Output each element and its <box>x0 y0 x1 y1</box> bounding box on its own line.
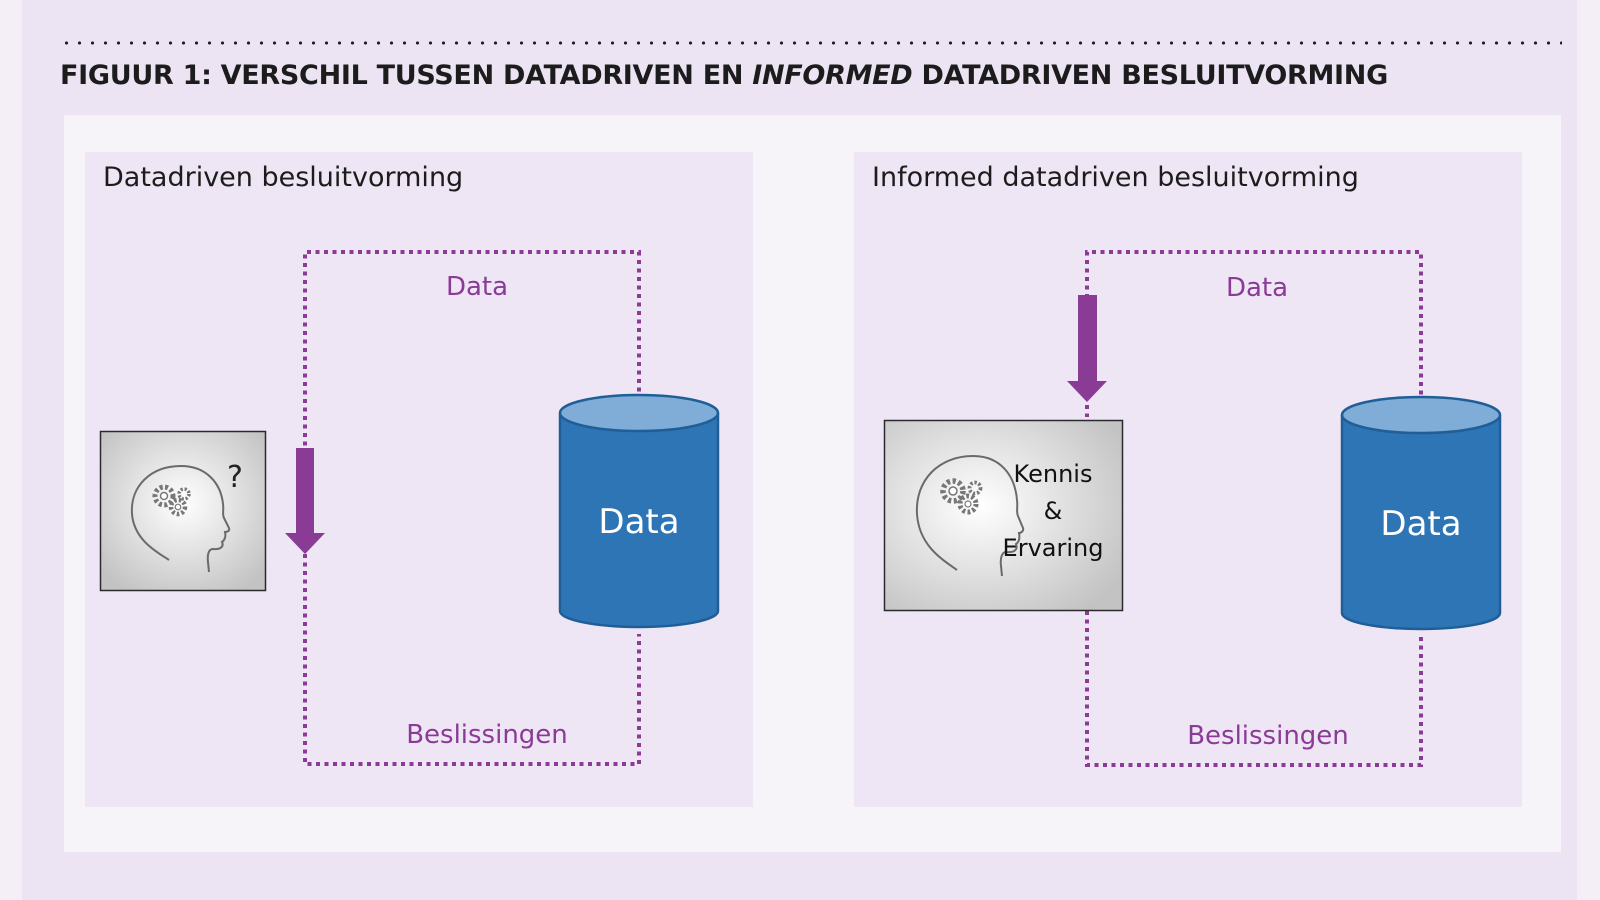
decisions-label: Beslissingen <box>406 720 568 750</box>
arrow-down-icon <box>1067 295 1107 402</box>
data-flow-label: Data <box>1226 273 1288 303</box>
arrow-down-icon <box>285 448 325 554</box>
database-cylinder-icon: Data <box>1340 395 1502 631</box>
database-cylinder-icon: Data <box>558 393 720 629</box>
head-with-gears-icon <box>915 454 1025 577</box>
informed-datadriven-panel: Informed datadriven besluitvorming Data … <box>854 152 1522 807</box>
figure-title-italic: INFORMED <box>752 60 913 91</box>
datadriven-panel: Datadriven besluitvorming Data Beslissin… <box>85 152 753 807</box>
loop-path-lower <box>303 554 641 766</box>
figure-title-part-2: DATADRIVEN BESLUITVORMING <box>912 60 1388 91</box>
datadriven-diagram: Data Beslissingen <box>99 250 720 766</box>
data-flow-label: Data <box>446 272 508 302</box>
database-label: Data <box>1380 504 1461 544</box>
decisions-label: Beslissingen <box>1187 721 1349 751</box>
figure-title: FIGUUR 1: VERSCHIL TUSSEN DATADRIVEN EN … <box>60 60 1388 91</box>
database-label: Data <box>598 502 679 542</box>
knowledge-label: Kennis <box>1014 460 1093 488</box>
informed-panel-title: Informed datadriven besluitvorming <box>872 162 1359 193</box>
dotted-divider <box>60 41 1562 45</box>
head-with-gears-icon <box>130 464 231 573</box>
informed-datadriven-diagram: Data Beslissingen <box>883 250 1502 767</box>
question-mark: ? <box>227 460 243 495</box>
datadriven-panel-title: Datadriven besluitvorming <box>103 162 464 193</box>
experience-label: Ervaring <box>1003 534 1104 562</box>
page: FIGUUR 1: VERSCHIL TUSSEN DATADRIVEN EN … <box>22 0 1577 900</box>
loop-path-upper <box>1085 250 1423 396</box>
loop-path-lower <box>1085 611 1423 767</box>
figure-panel: Datadriven besluitvorming Data Beslissin… <box>64 115 1561 852</box>
figure-title-part-1: FIGUUR 1: VERSCHIL TUSSEN DATADRIVEN EN <box>60 60 753 91</box>
ampersand-label: & <box>1044 497 1063 525</box>
head-box: Kennis & Ervaring <box>883 419 1124 612</box>
loop-path-upper <box>303 250 641 454</box>
head-box: ? <box>99 430 267 592</box>
